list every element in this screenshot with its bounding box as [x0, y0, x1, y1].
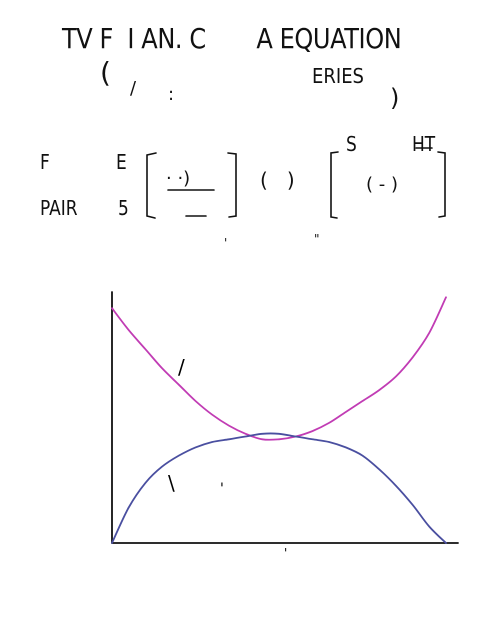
annotation-mark: ': [220, 481, 224, 497]
subtitle-close-paren: ): [390, 84, 400, 112]
annotation-lower: \: [168, 471, 175, 495]
left-bracket-open: [146, 152, 157, 219]
column-label-s: S: [346, 132, 357, 156]
x-axis-tick-label: ': [284, 546, 287, 560]
chart-title: TV F I AN. C A EQUATION: [62, 22, 402, 55]
matrix-cell-c: ( - ): [366, 174, 398, 195]
matrix-fragment-a: ': [224, 236, 228, 250]
row-label-pairs: PAIR: [40, 196, 78, 220]
plot-area: [111, 296, 447, 544]
subtitle-colon: :: [168, 84, 175, 105]
right-bracket-close: [437, 151, 446, 218]
series-line-1: [111, 432, 447, 544]
matrix-cell-a: · ·): [166, 168, 191, 189]
column-label-ht: HT: [412, 132, 436, 156]
subtitle-tick: /: [130, 78, 137, 99]
row-label-free: F: [40, 150, 50, 174]
row-label-e: E: [116, 150, 127, 174]
series-line-0: [111, 296, 447, 441]
matrix-fragment-b: ": [314, 232, 320, 246]
annotation-upper: /: [178, 355, 185, 379]
right-bracket-open: [330, 151, 339, 219]
row-label-5: 5: [118, 196, 129, 220]
matrix-cell-b: ( ): [260, 168, 295, 192]
subtitle-series: ERIES: [312, 64, 364, 88]
subtitle-open-paren: (: [100, 56, 111, 89]
left-bracket-close: [227, 152, 237, 218]
